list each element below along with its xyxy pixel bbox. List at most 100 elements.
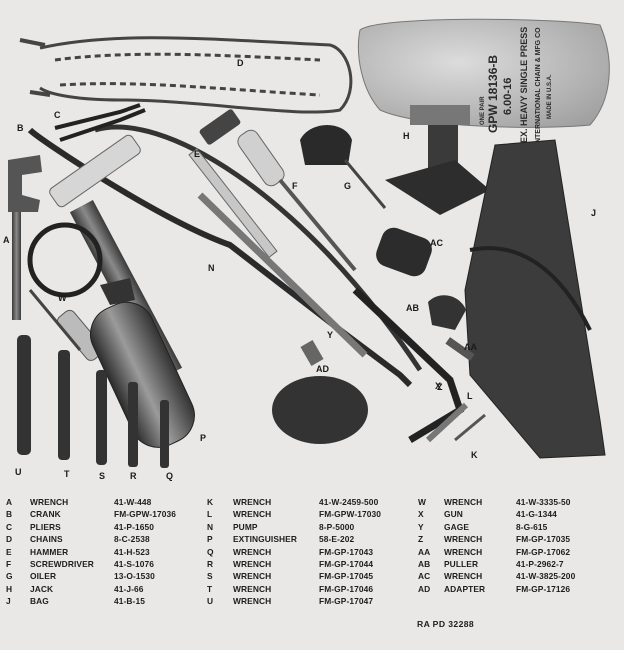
bag-print-line2: GPW 18136-B <box>486 55 500 133</box>
legend-item-name: OILER <box>30 571 57 582</box>
label-k: K <box>471 450 478 460</box>
bag-print-line5: INTERNATIONAL CHAIN & MFG CO <box>535 27 542 145</box>
wrench-k <box>454 413 486 442</box>
socket-wrench <box>376 227 432 277</box>
bag-print-line3: 6.00-16 <box>502 78 514 115</box>
legend-item-name: PULLER <box>444 558 479 569</box>
label-t: T <box>64 469 70 479</box>
legend-key: U <box>207 596 214 607</box>
legend-item-name: WRENCH <box>444 546 483 557</box>
legend-key: K <box>207 497 214 507</box>
legend-item-name: PUMP <box>233 521 258 532</box>
legend-part-number: FM-GP-17044 <box>319 558 374 569</box>
legend-key: X <box>418 509 424 520</box>
open-end-wrenches <box>17 335 169 468</box>
legend-key: Y <box>418 521 424 532</box>
legend-part-number: 8-P-5000 <box>319 521 355 532</box>
tool-illustration: ONE PAIR GPW 18136-B 6.00-16 EX. HEAVY S… <box>3 18 610 481</box>
legend-key: W <box>418 497 427 507</box>
legend-key: H <box>6 583 13 594</box>
legend-key: AA <box>418 546 431 557</box>
legend-key: J <box>6 596 11 607</box>
legend-part-number: FM-GP-17035 <box>516 534 571 545</box>
legend-key: R <box>207 558 214 569</box>
label-y: Y <box>327 330 333 340</box>
legend-part-number: 41-W-2459-500 <box>319 497 379 507</box>
legend-part-number: 41-B-15 <box>114 596 145 607</box>
legend-part-number: FM-GP-17126 <box>516 583 571 594</box>
label-r: R <box>130 471 137 481</box>
small-wrench-aa <box>445 337 475 361</box>
legend-key: AC <box>418 571 431 582</box>
legend-key: E <box>6 546 12 557</box>
label-x: X <box>435 381 441 391</box>
pipe-wrench <box>8 155 42 320</box>
legend-item-name: SCREWDRIVER <box>30 558 94 569</box>
legend-key: Z <box>418 534 424 545</box>
legend-item-name: WRENCH <box>30 497 69 507</box>
tool-bag <box>464 139 606 459</box>
legend-key: L <box>207 509 213 520</box>
label-f: F <box>292 181 298 191</box>
legend-key: S <box>207 571 213 582</box>
legend-part-number: 58-E-202 <box>319 534 355 545</box>
puller <box>428 295 466 330</box>
legend-part-number: FM-GP-17045 <box>319 571 374 582</box>
pliers <box>54 103 146 142</box>
label-u: U <box>15 467 22 477</box>
jack <box>385 105 490 215</box>
bag-print-line1: ONE PAIR <box>480 96 486 125</box>
legend-item-name: WRENCH <box>233 509 272 520</box>
bag-print-line4: EX. HEAVY SINGLE PRESS <box>519 27 529 143</box>
tire-pump <box>27 134 368 444</box>
legend-item-name: WRENCH <box>233 558 272 569</box>
legend-item-name: ADAPTER <box>444 583 486 594</box>
chain-bag: ONE PAIR GPW 18136-B 6.00-16 EX. HEAVY S… <box>357 18 610 145</box>
legend-part-number: FM-GP-17046 <box>319 583 374 594</box>
label-ac: AC <box>430 238 443 248</box>
legend-item-name: CRANK <box>30 509 61 520</box>
legend-key: C <box>6 521 13 532</box>
legend-item-name: GUN <box>444 509 463 520</box>
wheel-wrench <box>352 287 465 444</box>
legend-item-name: JACK <box>30 583 54 594</box>
legend-part-number: 41-W-3335-50 <box>516 497 571 507</box>
label-l: L <box>467 391 473 401</box>
screwdriver <box>237 129 357 272</box>
legend-item-name: EXTINGUISHER <box>233 534 298 545</box>
legend-key: F <box>6 558 12 569</box>
legend-part-number: 41-P-2962-7 <box>516 558 564 569</box>
legend-item-name: WRENCH <box>233 571 272 582</box>
adapter <box>300 339 324 367</box>
reference-code: RA PD 32288 <box>417 619 475 629</box>
legend-item-name: WRENCH <box>444 571 483 582</box>
legend-part-number: 8-C-2538 <box>114 534 150 545</box>
label-q: Q <box>166 471 173 481</box>
legend-part-number: 41-P-1650 <box>114 521 155 532</box>
crank <box>27 127 413 388</box>
legend-part-number: 41-J-66 <box>114 583 144 594</box>
legend-key: G <box>6 571 13 582</box>
legend-part-number: FM-GPW-17036 <box>114 509 176 520</box>
tire-chains <box>19 36 353 114</box>
oiler <box>300 125 387 209</box>
legend-part-number: 41-G-1344 <box>516 509 557 520</box>
label-ad: AD <box>316 364 329 374</box>
label-e: E <box>194 149 200 159</box>
legend-part-number: 13-O-1530 <box>114 571 155 582</box>
label-a: A <box>3 235 10 245</box>
label-d: D <box>237 58 244 68</box>
legend-item-name: WRENCH <box>444 497 483 507</box>
label-aa: AA <box>464 342 477 352</box>
hammer <box>188 109 278 259</box>
legend-item-name: HAMMER <box>30 546 69 557</box>
label-z: Z <box>437 382 443 392</box>
label-s: S <box>99 471 105 481</box>
legend-part-number: 41-H-523 <box>114 546 150 557</box>
label-w: W <box>58 293 67 303</box>
label-n: N <box>208 263 215 273</box>
legend-key: P <box>207 534 213 545</box>
label-c: C <box>54 110 61 120</box>
legend-item-name: BAG <box>30 596 49 607</box>
